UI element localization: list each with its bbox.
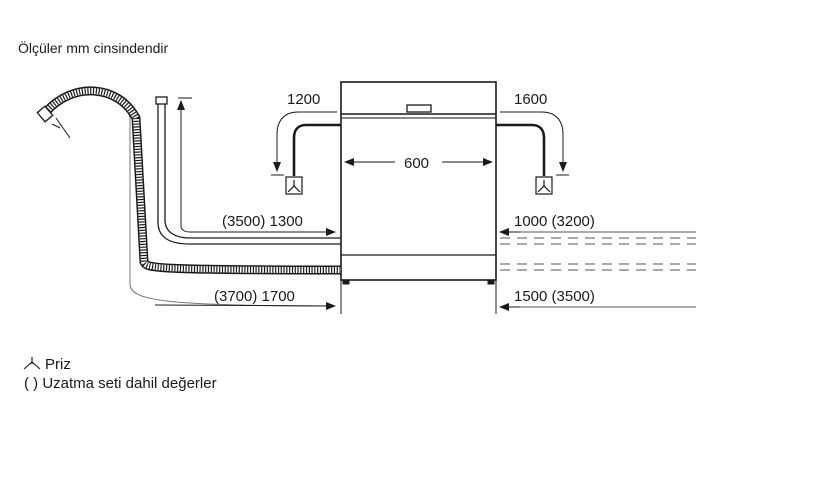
right-power-cable: [496, 111, 569, 176]
reference-lines: [340, 280, 497, 314]
right-arrows: [499, 228, 520, 311]
legend-socket-label: Priz: [45, 356, 71, 373]
power-socket-icon: [535, 176, 553, 195]
right-hose-routes: [500, 231, 696, 308]
height-marker: [177, 97, 336, 236]
drain-hose: [36, 86, 342, 307]
left-cable-length: 1200: [287, 91, 320, 108]
power-socket-icon: [285, 176, 303, 195]
right-cable-length: 1600: [514, 91, 547, 108]
units-note: Ölçüler mm cinsindendir: [18, 39, 168, 56]
left-supply-length: (3700) 1700: [214, 288, 295, 305]
supply-dimension: [154, 301, 336, 310]
left-drain-length: (3500) 1300: [222, 213, 303, 230]
dishwasher: [340, 81, 497, 285]
width-label: 600: [404, 155, 429, 172]
legend-brackets-note: ( ) Uzatma seti dahil değerler: [24, 375, 217, 392]
right-supply-length: 1500 (3500): [514, 288, 595, 305]
supply-hose: [155, 96, 341, 245]
legend-socket-icon: [23, 357, 41, 370]
right-drain-length: 1000 (3200): [514, 213, 595, 230]
left-power-cable: [271, 111, 341, 176]
